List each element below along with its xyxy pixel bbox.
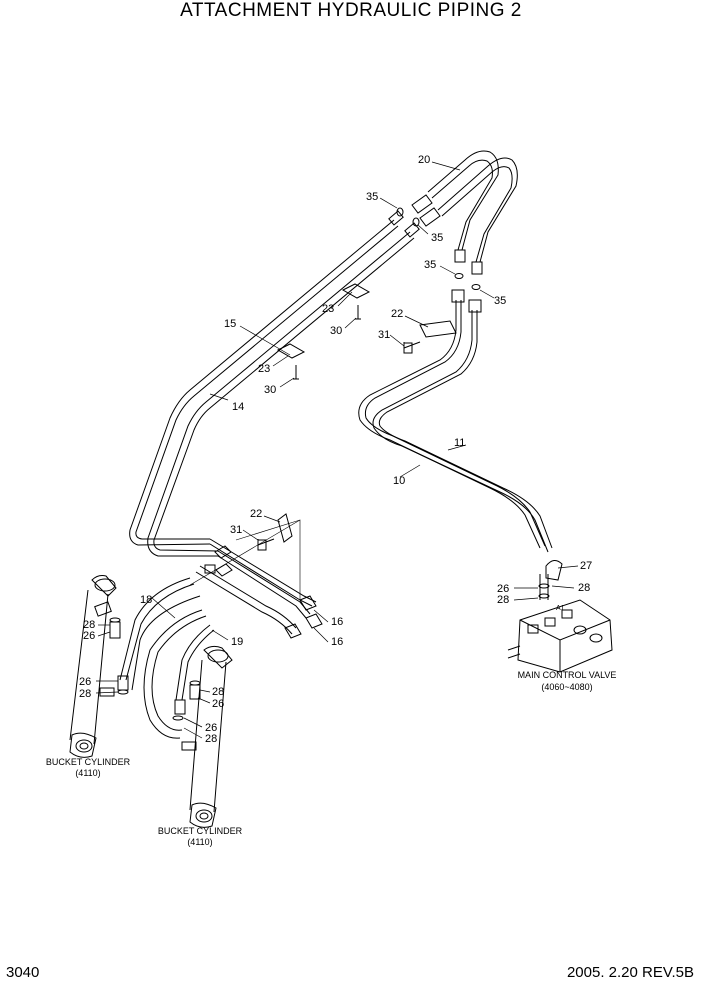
part-label: 16 [331,616,343,628]
hose-18-19 [119,577,215,739]
o-ring-35 [454,273,464,279]
part-label: 28 [212,686,224,698]
part-label: 18 [140,594,152,606]
part-label: 28 [578,582,590,594]
part-label: 35 [424,259,436,271]
part-label: 14 [232,401,244,413]
pipe-16 [189,519,323,639]
o-ring-35 [396,207,404,217]
part-label: 26 [212,698,224,710]
part-label: 15 [224,318,236,330]
o-ring-28 [109,617,121,623]
part-label: 19 [231,636,243,648]
bolt-31-head [403,342,413,354]
part-label: 28 [497,594,509,606]
part-label: 22 [391,308,403,320]
bucket-cylinder-left-label: BUCKET CYLINDER [46,757,131,767]
part-label: 31 [230,524,242,536]
part-label: 20 [418,154,430,166]
part-label: 28 [83,619,95,631]
page-number: 3040 [6,964,40,981]
bucket-cylinder-left-ref: (4110) [75,768,100,778]
o-ring-28 [117,689,129,695]
hose-20 [411,150,518,275]
clamp-22 [277,513,293,543]
part-label: 30 [330,325,342,337]
part-label: 26 [79,676,91,688]
part-label: 27 [580,560,592,572]
leader-lines [95,161,579,739]
bucket-cylinder-left [69,575,117,758]
part-label: 26 [497,583,509,595]
main-control-valve-label: MAIN CONTROL VALVE [518,670,617,680]
part-label: 26 [83,630,95,642]
part-label: 35 [431,232,443,244]
part-label: 11 [454,437,465,449]
bolt-30 [355,305,361,320]
bucket-cylinder-right-label: BUCKET CYLINDER [158,826,243,836]
o-ring-28 [189,680,201,686]
part-label: 10 [393,475,405,487]
main-control-valve [507,560,613,673]
pipe-10-11 [358,289,553,553]
valve-port-label: A1 [556,605,565,612]
part-label: 35 [366,191,378,203]
bolt-30 [293,365,299,380]
part-label: 16 [331,636,343,648]
part-label: 28 [79,688,91,700]
part-label: 23 [258,363,270,375]
o-ring-35 [471,284,481,290]
part-label: 28 [205,733,217,745]
clamp-23 [341,283,371,299]
pipe-14-15 [129,210,420,557]
bucket-cylinder-right-ref: (4110) [187,837,212,847]
clamp-22 [419,320,457,338]
part-label: 35 [494,295,506,307]
part-label: 22 [250,508,262,520]
part-label: 30 [264,384,276,396]
fitting-26 [109,621,121,639]
fitting-26 [189,684,201,700]
revision-date: 2005. 2.20 REV.5B [566,964,694,981]
clamp-23 [276,343,306,359]
part-label: 23 [322,303,334,315]
page-title: ATTACHMENT HYDRAULIC PIPING 2 [180,0,522,21]
fitting-26 [174,699,186,715]
part-label: 26 [205,722,217,734]
o-ring-28 [172,715,184,721]
main-control-valve-ref: (4060~4080) [541,682,592,692]
part-label: 31 [378,329,390,341]
